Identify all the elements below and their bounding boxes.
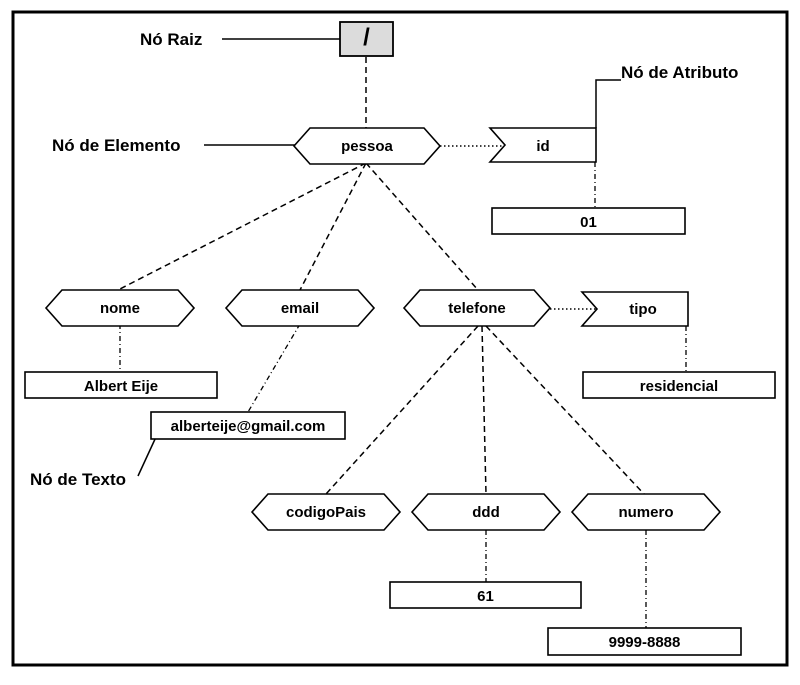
root-node[interactable]: /	[339, 21, 394, 57]
text-label-ddd-value: 61	[477, 588, 494, 605]
text-label-numero-value: 9999-8888	[609, 634, 681, 651]
edge-telefone-numero	[485, 325, 645, 495]
callout-attribute-label: Nó de Atributo	[621, 63, 738, 82]
element-node-ddd[interactable]: ddd	[410, 493, 562, 531]
diagram-frame	[11, 10, 789, 667]
attribute-label-tipo: tipo	[629, 301, 657, 318]
text-node-nome-value[interactable]: Albert Eije	[24, 371, 218, 399]
edge-email-value	[247, 323, 301, 413]
text-node-ddd-value[interactable]: 61	[389, 581, 582, 609]
edge-telefone-ddd	[481, 325, 487, 495]
edge-pessoa-email	[299, 162, 367, 291]
callout-root-label: Nó Raiz	[140, 30, 202, 49]
text-node-tipo-value[interactable]: residencial	[582, 371, 776, 399]
text-label-tipo-value: residencial	[640, 378, 718, 395]
text-node-email-value[interactable]: alberteije@gmail.com	[150, 411, 346, 440]
element-node-email[interactable]: email	[224, 289, 376, 327]
element-node-numero[interactable]: numero	[570, 493, 722, 531]
attribute-label-id: id	[536, 138, 549, 155]
element-node-nome[interactable]: nome	[44, 289, 196, 327]
element-label-codigopais: codigoPais	[286, 504, 366, 521]
callout-element-label: Nó de Elemento	[52, 136, 180, 155]
attribute-node-id[interactable]: id	[488, 127, 597, 163]
element-node-telefone[interactable]: telefone	[402, 289, 552, 327]
text-node-id-value[interactable]: 01	[491, 207, 686, 235]
element-label-telefone: telefone	[448, 300, 506, 317]
root-label: /	[363, 24, 370, 51]
text-label-nome-value: Albert Eije	[84, 378, 158, 395]
element-node-pessoa[interactable]: pessoa	[292, 127, 442, 165]
edge-pessoa-nome	[117, 162, 367, 291]
element-node-codigopais[interactable]: codigoPais	[250, 493, 402, 531]
element-label-email: email	[281, 300, 319, 317]
text-label-email-value: alberteije@gmail.com	[171, 418, 326, 435]
callout-text-label: Nó de Texto	[30, 470, 126, 489]
element-label-pessoa: pessoa	[341, 138, 393, 155]
attribute-node-tipo[interactable]: tipo	[580, 291, 689, 327]
element-label-numero: numero	[618, 504, 673, 521]
text-label-id-value: 01	[580, 214, 597, 231]
element-label-ddd: ddd	[472, 504, 500, 521]
edge-telefone-codigopais	[325, 325, 479, 495]
callout-attribute-line	[595, 79, 621, 128]
text-node-numero-value[interactable]: 9999-8888	[547, 627, 742, 656]
element-label-nome: nome	[100, 300, 140, 317]
callout-text-line	[137, 436, 157, 477]
edge-pessoa-telefone	[365, 162, 479, 291]
